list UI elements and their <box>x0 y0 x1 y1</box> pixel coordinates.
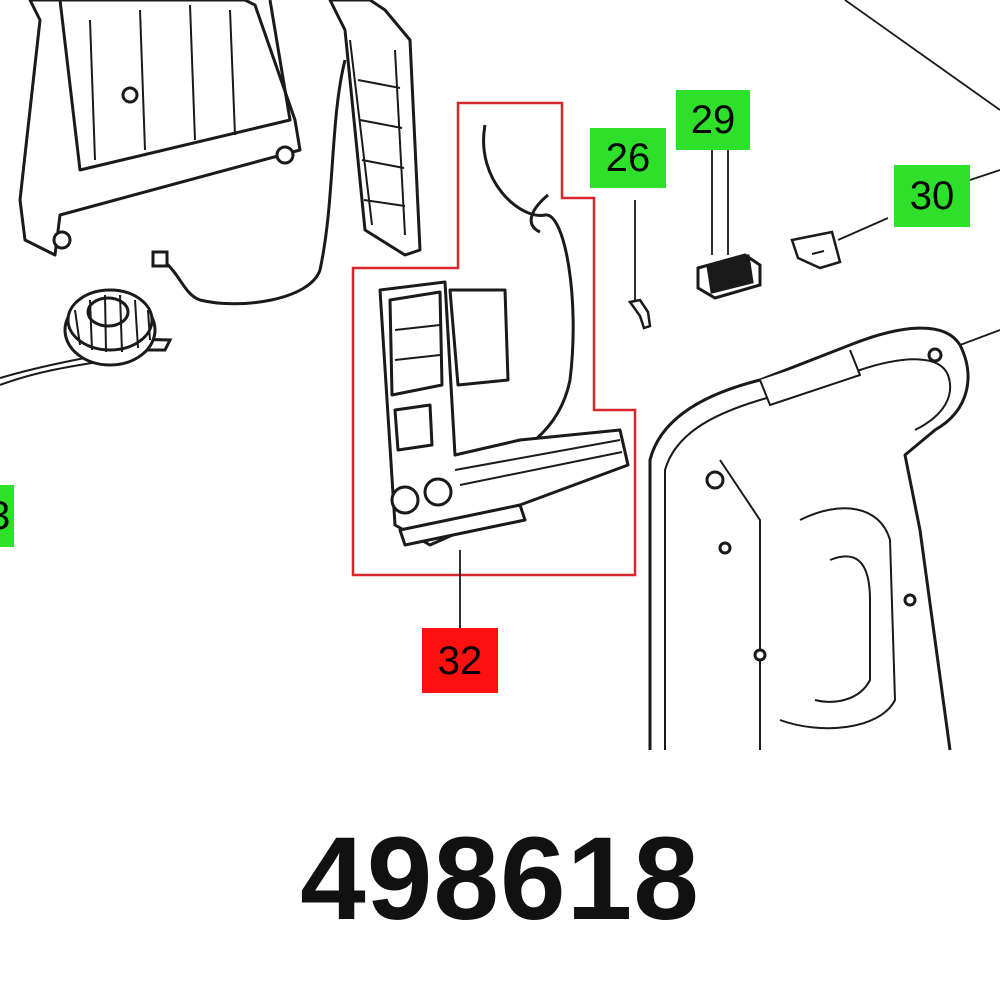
callout-32: 32 <box>422 628 498 693</box>
callout-30-label: 30 <box>909 174 955 218</box>
electronics-module-32 <box>378 124 630 547</box>
part-number: 498618 <box>300 813 700 945</box>
callout-32-label: 32 <box>437 638 483 683</box>
side-cover-plate <box>328 0 422 257</box>
callout-29: 29 <box>676 90 750 150</box>
callout-29-label: 29 <box>690 98 736 142</box>
callout-26: 26 <box>590 128 666 188</box>
callout-edge-label: 3 <box>0 496 10 536</box>
small-clip-26 <box>627 298 652 330</box>
motor-fan-wheel <box>0 288 173 386</box>
cable-assembly <box>151 59 347 306</box>
switch-slider-29 <box>696 253 762 300</box>
highlight-outline-32 <box>351 101 637 577</box>
leader-lines <box>459 0 1000 628</box>
housing-half-left <box>18 0 302 257</box>
label-plate-30 <box>790 230 842 270</box>
handle-housing <box>648 326 970 751</box>
callout-30: 30 <box>894 165 970 227</box>
callout-edge-partial: 3 <box>0 485 14 547</box>
callout-26-label: 26 <box>605 136 651 180</box>
